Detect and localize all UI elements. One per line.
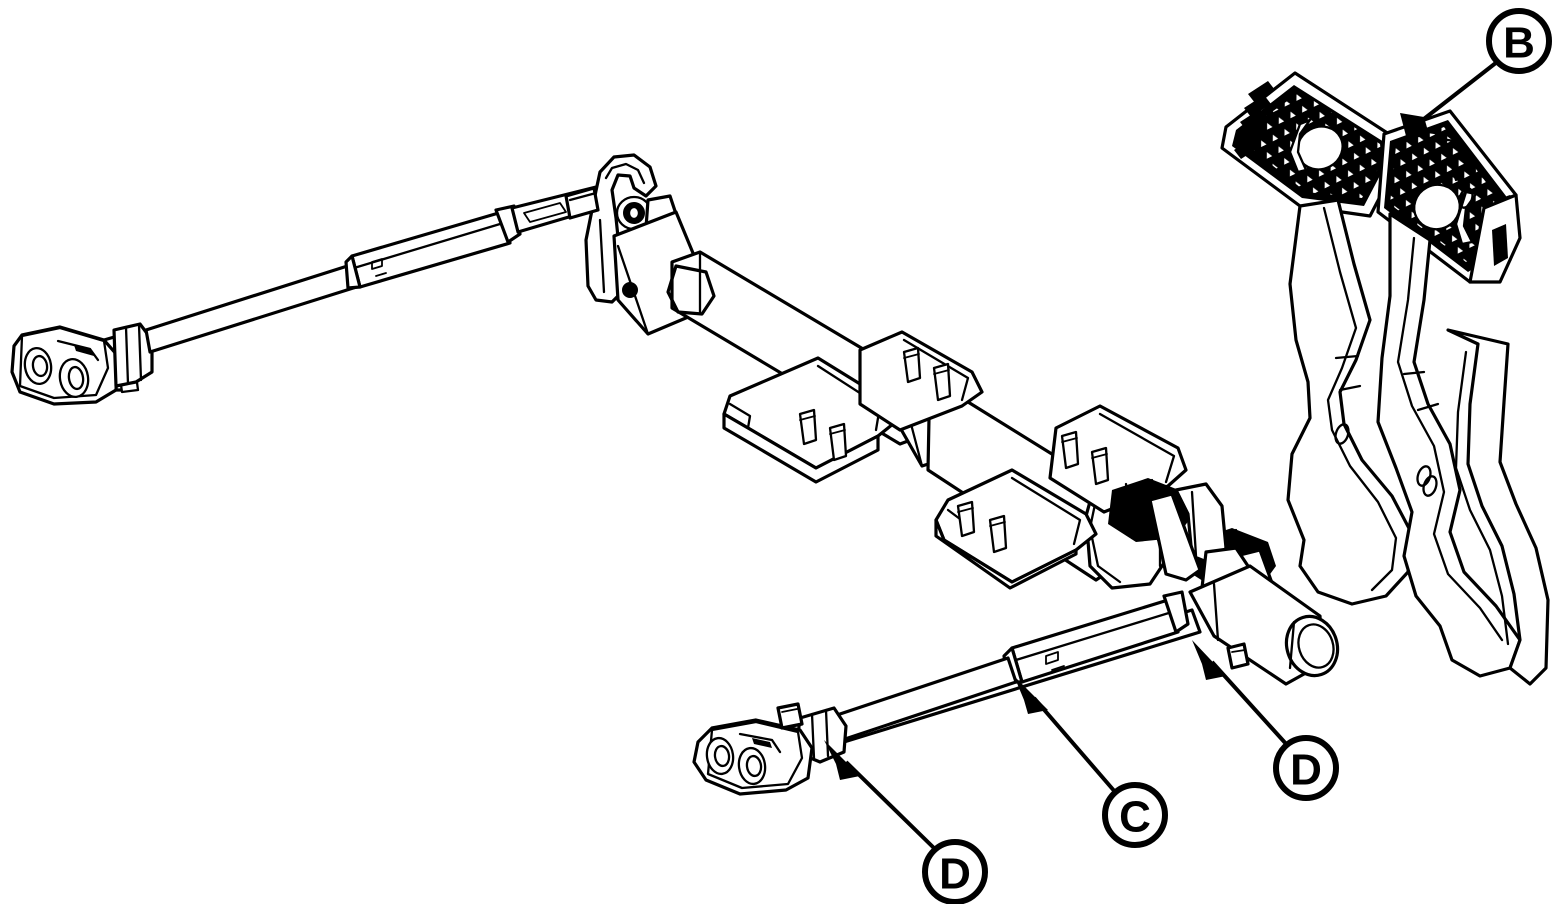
callout-d-right[interactable]: D xyxy=(1192,640,1339,801)
pedal-pad-right xyxy=(1376,109,1522,284)
callout-d-lower[interactable]: D xyxy=(824,740,988,904)
pedal-arm-left xyxy=(1286,198,1414,606)
callout-d-right-arrowhead xyxy=(1192,640,1226,680)
lower-clevis xyxy=(692,702,814,796)
callout-b-leader xyxy=(1418,60,1499,124)
lower-push-rod-assembly xyxy=(692,590,1202,796)
pedal-pad-left xyxy=(1220,71,1398,218)
lower-rod-shaft-left xyxy=(826,656,1018,744)
pedal-arm-right xyxy=(1376,187,1522,678)
upper-clevis-jam-nut xyxy=(112,322,154,388)
callout-d-lower-leader xyxy=(844,760,938,852)
callout-b[interactable]: B xyxy=(1418,8,1552,124)
upper-rod-shaft xyxy=(144,260,368,354)
pedal-base-linkage xyxy=(1108,478,1340,686)
pivot-tab xyxy=(1226,642,1250,670)
mount-plate-lower-right xyxy=(934,468,1098,590)
pedal-arms-group xyxy=(1286,187,1550,686)
lower-adjuster-sleeve xyxy=(1002,590,1190,684)
callout-b-label: B xyxy=(1503,19,1535,68)
pedal-pads-group xyxy=(1220,71,1522,284)
upper-push-rod-assembly xyxy=(10,153,678,406)
callout-c[interactable]: C xyxy=(1014,676,1168,848)
pedal-pad-left-slots xyxy=(1234,81,1275,159)
mount-plate-upper-right xyxy=(858,330,984,432)
callout-c-arrowhead xyxy=(1014,676,1048,714)
callout-c-leader xyxy=(1032,696,1118,795)
callout-d-lower-circle xyxy=(922,839,988,904)
pedal-arm-third xyxy=(1446,328,1550,686)
callout-b-circle xyxy=(1486,8,1552,74)
callout-c-circle xyxy=(1102,782,1168,848)
upper-adjuster-sleeve xyxy=(344,204,522,290)
callout-d-right-label: D xyxy=(1290,746,1322,795)
callout-c-label: C xyxy=(1119,793,1151,842)
pedal-link-strut xyxy=(1148,492,1202,582)
booster-cylinder-assembly xyxy=(612,210,1188,590)
callout-d-right-circle xyxy=(1273,735,1339,801)
mount-plate-upper-left xyxy=(722,356,900,484)
callouts-group: B C D D xyxy=(824,8,1552,904)
callout-d-lower-arrowhead xyxy=(824,740,860,780)
callout-d-lower-label: D xyxy=(939,850,971,899)
